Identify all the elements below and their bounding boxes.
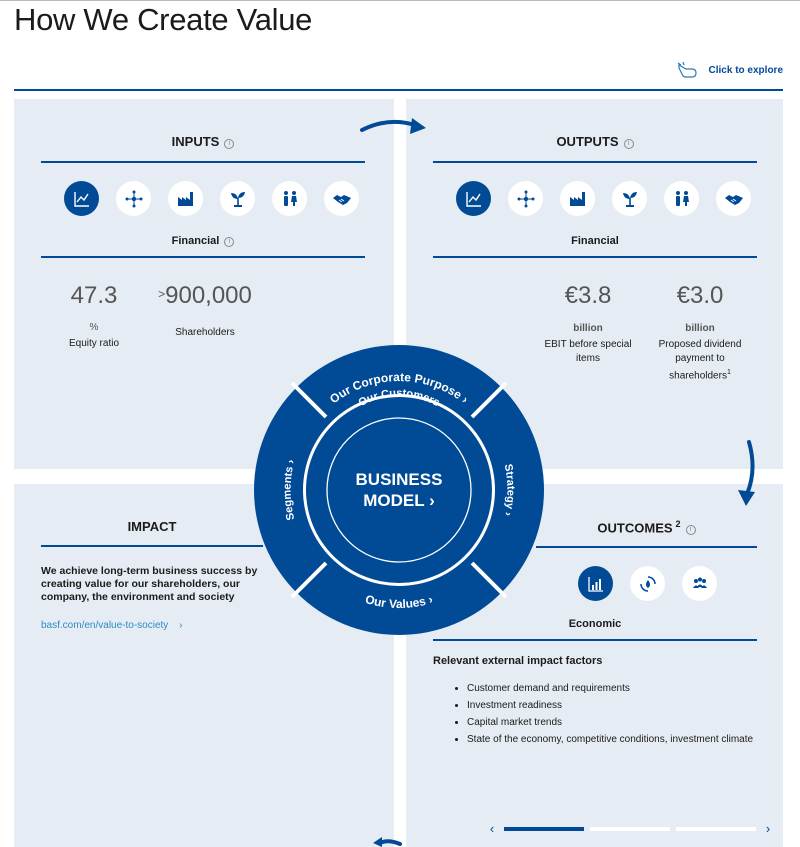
inputs-panel: INPUTS i Financial i 47.3 % Equity ratio >… <box>14 99 394 469</box>
handshake-icon[interactable] <box>324 181 359 216</box>
outputs-panel: OUTPUTS i Financial €3.8 billion EBIT bef… <box>406 99 783 469</box>
people-icon[interactable] <box>664 181 699 216</box>
dividend-value: €3.0 <box>676 282 724 309</box>
wheel-left-label[interactable]: Segments › <box>281 458 297 521</box>
network-icon[interactable] <box>116 181 151 216</box>
equity-ratio-value: 47.3 <box>70 282 118 309</box>
outputs-icon-row <box>456 181 751 216</box>
network-icon[interactable] <box>508 181 543 216</box>
chevron-left-icon[interactable]: ‹ <box>489 821 495 836</box>
community-icon[interactable] <box>682 566 717 601</box>
info-icon[interactable]: i <box>224 237 235 247</box>
outcomes-footnote: 2 <box>675 519 681 529</box>
inputs-rule <box>41 161 365 163</box>
plant-icon[interactable] <box>220 181 255 216</box>
outputs-title-text: OUTPUTS <box>556 134 619 149</box>
list-item: Customer demand and requirements <box>455 680 757 697</box>
wheel-bottom-label[interactable]: Our Values › <box>364 592 435 611</box>
shareholders-prefix: > <box>158 287 166 301</box>
plant-icon[interactable] <box>612 181 647 216</box>
wheel-bottom-text: Our Values <box>364 592 428 611</box>
shareholders-number: 900,000 <box>165 282 252 309</box>
factors-title: Relevant external impact factors <box>433 655 603 667</box>
outcomes-subrule <box>433 639 757 641</box>
impact-link-text: basf.com/en/value-to-society <box>41 620 169 631</box>
pager-dot[interactable] <box>590 826 670 831</box>
equity-ratio-unit: % <box>89 322 99 333</box>
outputs-title: OUTPUTS i <box>433 134 757 149</box>
inputs-subtitle: Financial i <box>41 235 365 247</box>
inputs-subrule <box>41 256 365 258</box>
impact-rule <box>41 545 263 547</box>
ebit-label: EBIT before special items <box>544 339 632 364</box>
pager-dot[interactable] <box>676 826 756 831</box>
factory-icon[interactable] <box>168 181 203 216</box>
dividend-unit: billion <box>685 323 715 334</box>
pager-dot[interactable] <box>504 826 584 831</box>
wheel-center-line2[interactable]: MODEL › <box>363 491 434 510</box>
wheel-left-text: Segments <box>281 466 297 522</box>
equity-ratio-label: Equity ratio <box>68 338 120 349</box>
bar-chart-icon[interactable] <box>578 566 613 601</box>
shareholders-label: Shareholders <box>175 327 235 338</box>
ebit-value: €3.8 <box>564 282 612 309</box>
chart-icon[interactable] <box>456 181 491 216</box>
dividend-footnote: 1 <box>726 369 731 376</box>
chevron-right-icon: › <box>179 620 183 631</box>
list-item: Investment readiness <box>455 697 757 714</box>
top-border <box>0 0 800 1</box>
outcomes-subtitle: Economic <box>568 618 622 630</box>
list-item: State of the economy, competitive condit… <box>455 731 757 748</box>
outcomes-rule <box>536 546 757 548</box>
wheel-center-line2-text: MODEL <box>363 491 424 510</box>
inputs-subtitle-text: Financial <box>171 235 220 247</box>
wheel-right-text: Strategy <box>502 463 517 511</box>
outputs-subtitle: Financial <box>571 235 619 247</box>
chevron-right-icon[interactable]: › <box>765 821 771 836</box>
factors-list: Customer demand and requirements Investm… <box>455 680 757 748</box>
arrow-outputs-to-outcomes-icon <box>738 440 755 506</box>
info-icon[interactable]: i <box>685 525 696 536</box>
impact-text: We achieve long-term business success by… <box>41 565 258 603</box>
eco-cycle-icon[interactable] <box>630 566 665 601</box>
outputs-rule <box>433 161 757 163</box>
click-to-explore[interactable]: Click to explore <box>677 62 783 78</box>
business-model-wheel: Our Corporate Purpose › Our Values › Seg… <box>254 345 544 635</box>
arrow-outcomes-to-impact-icon <box>373 837 402 847</box>
info-icon[interactable]: i <box>623 139 634 149</box>
handshake-icon[interactable] <box>716 181 751 216</box>
people-icon[interactable] <box>272 181 307 216</box>
arrow-inputs-to-outputs-icon <box>360 118 426 134</box>
outputs-subrule <box>433 256 757 258</box>
outcomes-title-text: OUTCOMES <box>597 520 673 536</box>
dividend-label: Proposed dividend payment to shareholder… <box>650 338 750 383</box>
impact-title: IMPACT <box>127 519 177 534</box>
value-to-society-link[interactable]: basf.com/en/value-to-society › <box>41 620 182 631</box>
wheel-right-label[interactable]: Strategy › <box>502 463 517 517</box>
dividend-label-text: Proposed dividend payment to shareholder… <box>658 339 742 382</box>
info-icon[interactable]: i <box>224 139 235 149</box>
list-item: Capital market trends <box>455 714 757 731</box>
pointing-hand-icon <box>677 62 697 78</box>
pager: ‹ › <box>486 821 774 836</box>
inputs-title-text: INPUTS <box>171 134 220 149</box>
ebit-unit: billion <box>573 323 603 334</box>
wheel-center-line1[interactable]: BUSINESS <box>356 470 443 489</box>
page-title: How We Create Value <box>14 2 313 37</box>
outcomes-icon-row <box>578 566 717 601</box>
chart-icon[interactable] <box>64 181 99 216</box>
inputs-title: INPUTS i <box>41 134 365 149</box>
header-rule <box>14 89 783 91</box>
shareholders-value: >900,000 <box>149 282 261 310</box>
factory-icon[interactable] <box>560 181 595 216</box>
explore-label: Click to explore <box>708 64 783 76</box>
inputs-icon-row <box>64 181 359 216</box>
